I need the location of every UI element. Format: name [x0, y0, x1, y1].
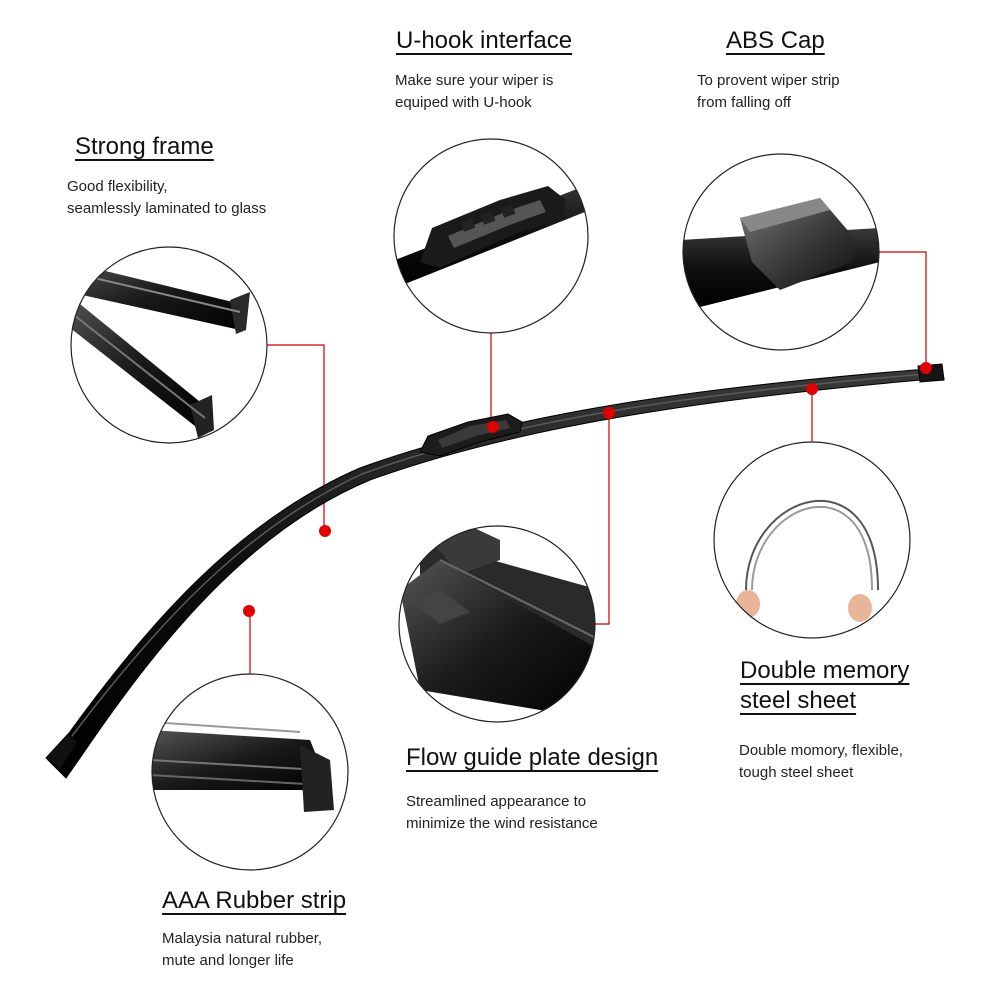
feature-abs-cap: ABS Cap To provent wiper strip from fall…: [697, 26, 840, 114]
marker-strong-frame: [319, 525, 331, 537]
steel-sheet-title: Double memory steel sheet: [740, 656, 909, 716]
abs-cap-desc-line1: To provent wiper strip: [697, 72, 840, 89]
feature-strong-frame: Strong frame Good flexibility, seamlessl…: [67, 132, 266, 220]
rubber-strip-title: AAA Rubber strip: [162, 887, 347, 914]
marker-flow-guide: [603, 407, 615, 419]
flow-guide-desc-line1: Streamlined appearance to: [406, 793, 587, 810]
u-hook-desc: Make sure your wiper is equiped with U-h…: [395, 70, 572, 114]
blade-highlight: [65, 372, 939, 745]
feature-rubber-strip: AAA Rubber strip Malaysia natural rubber…: [162, 886, 346, 972]
leader-strong-frame: [267, 344, 325, 530]
leader-lines: [249, 251, 927, 674]
detail-rubber-strip: [151, 673, 349, 871]
abs-cap-title: ABS Cap: [726, 27, 825, 54]
steel-sheet-title-line2: steel sheet: [740, 687, 857, 714]
u-hook-title: U-hook interface: [396, 27, 573, 54]
rubber-strip-desc-line1: Malaysia natural rubber,: [162, 930, 323, 947]
abs-cap-desc: To provent wiper strip from falling off: [697, 70, 840, 114]
flow-guide-desc-line2: minimize the wind resistance: [406, 815, 598, 832]
steel-sheet-desc-line1: Double momory, flexible,: [739, 742, 903, 759]
strong-frame-desc-line2: seamlessly laminated to glass: [67, 200, 267, 217]
blade-end-left: [45, 733, 79, 771]
marker-abs-cap: [920, 362, 932, 374]
strong-frame-title: Strong frame: [75, 133, 214, 160]
marker-u-hook: [487, 421, 499, 433]
feature-markers: [243, 362, 932, 617]
abs-cap-desc-line2: from falling off: [697, 94, 791, 111]
marker-steel-sheet: [806, 383, 818, 395]
detail-abs-cap: [682, 153, 880, 351]
detail-strong-frame: [70, 246, 268, 444]
feature-flow-guide: Flow guide plate design Streamlined appe…: [406, 743, 658, 835]
leader-flow-guide: [595, 413, 610, 625]
steel-sheet-desc: Double momory, flexible, tough steel she…: [739, 740, 909, 784]
feature-u-hook: U-hook interface Make sure your wiper is…: [395, 26, 573, 114]
u-hook-desc-line1: Make sure your wiper is: [395, 72, 554, 89]
detail-u-hook: [393, 138, 589, 334]
leader-abs-cap: [879, 251, 927, 368]
steel-sheet-desc-line2: tough steel sheet: [739, 764, 854, 781]
strong-frame-desc: Good flexibility, seamlessly laminated t…: [67, 176, 266, 220]
flow-guide-title: Flow guide plate design: [406, 744, 659, 771]
marker-rubber-strip: [243, 605, 255, 617]
flow-guide-desc: Streamlined appearance to minimize the w…: [406, 791, 658, 835]
steel-sheet-title-line1: Double memory: [740, 657, 910, 684]
rubber-strip-desc: Malaysia natural rubber, mute and longer…: [162, 928, 346, 972]
detail-flow-guide: [398, 525, 596, 723]
detail-steel-sheet: [713, 441, 911, 639]
strong-frame-desc-line1: Good flexibility,: [67, 178, 168, 195]
rubber-strip-desc-line2: mute and longer life: [162, 952, 294, 969]
feature-steel-sheet: Double memory steel sheet Double momory,…: [739, 656, 909, 784]
u-hook-desc-line2: equiped with U-hook: [395, 94, 532, 111]
